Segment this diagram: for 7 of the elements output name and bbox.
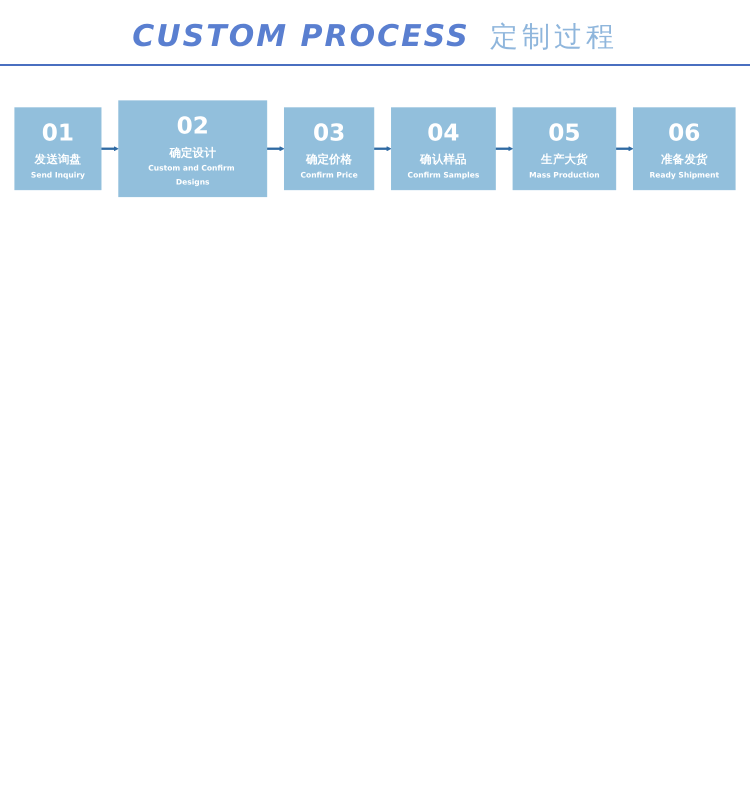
title: CUSTOM PROCESS xyxy=(132,19,470,54)
subtitle: 定制过程 xyxy=(490,19,618,55)
arrow xyxy=(496,146,514,152)
arrow xyxy=(101,146,119,152)
arrow xyxy=(266,146,284,152)
arrow xyxy=(616,146,634,152)
arrow xyxy=(374,146,392,152)
